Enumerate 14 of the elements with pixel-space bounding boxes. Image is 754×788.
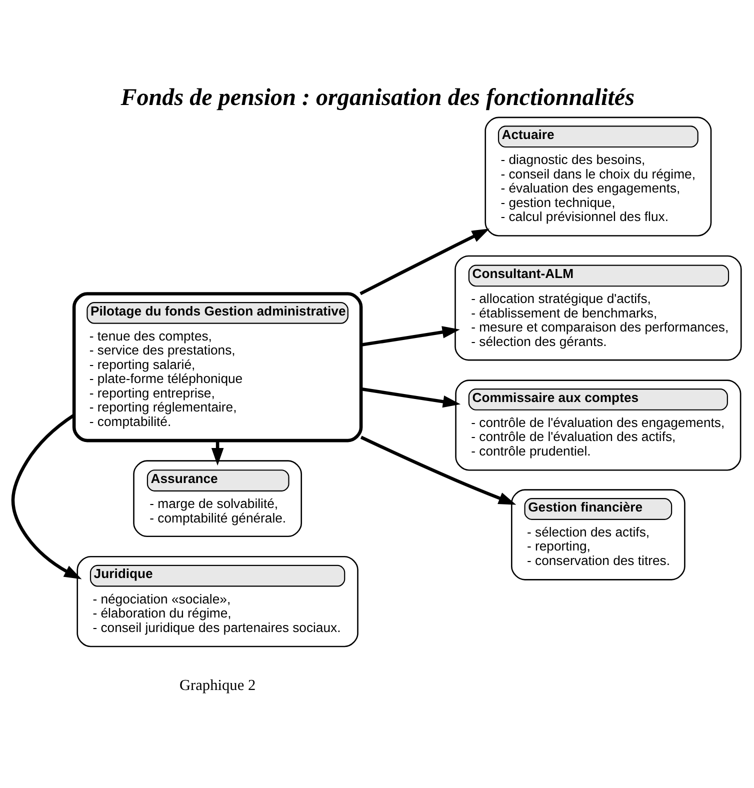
node-box: Consultant-ALM - allocation stratégique d'actifs, - établissement de benchmarks, - mesure et comparaison des performances, - sélection des gérants. [454, 255, 742, 361]
node-box: Juridique - négociation «sociale», - élaboration du régime, - conseil juridique des partenaires sociaux. [76, 556, 358, 648]
node-box: Commissaire aux comptes - contrôle de l'évaluation des engagements, - contrôle de l'évaluation des actifs, - contrôle prudentiel. [455, 380, 742, 471]
label: Graphique 2 [179, 676, 256, 694]
arrow [360, 387, 461, 408]
arrow [360, 228, 490, 296]
node-box: Assurance - marge de solvabilité, - comptabilité générale. [133, 460, 302, 538]
arrow [360, 326, 460, 346]
arrow [360, 436, 516, 505]
node-box: Pilotage du fonds Gestion administrative - tenue des comptes, - service des prestations, - reporting salarié, - plate-forme téléphonique - reporting entreprise, - reporting réglementaire, - comptabilité. [72, 292, 363, 442]
node-box: Gestion financière - sélection des actifs, - reporting, - conservation des titres. [511, 489, 686, 580]
node-box: Actuaire - diagnostic des besoins, - conseil dans le choix du régime, - évaluation des engagements, - gestion technique, - calcul prévisionnel des flux. [484, 116, 712, 236]
arrow [11, 414, 82, 580]
diagram-title: Fonds de pension : organisation des fonctionnalités [120, 84, 634, 111]
